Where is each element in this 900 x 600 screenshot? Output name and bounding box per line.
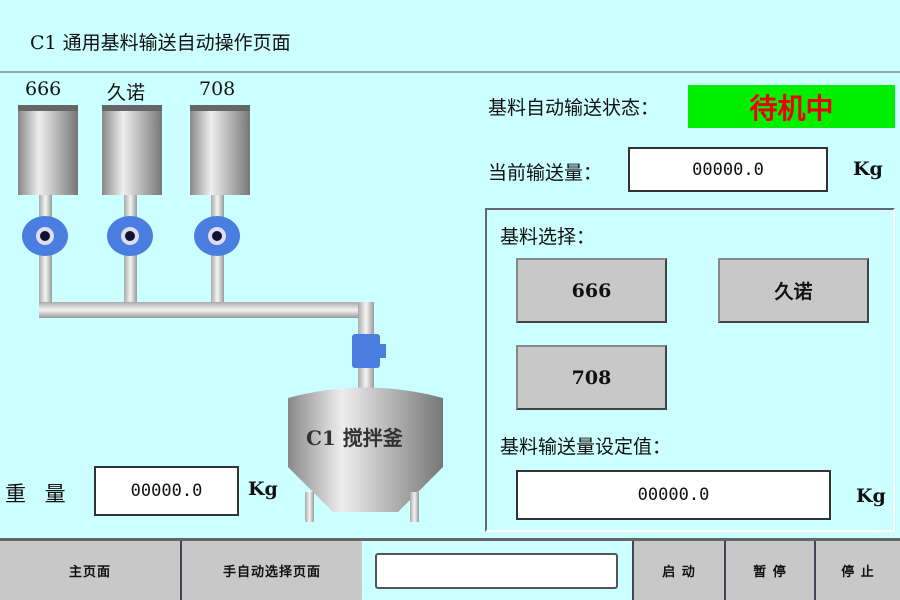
pump-icon — [107, 216, 153, 256]
tank-label: 666 — [25, 78, 62, 100]
status-badge: 待机中 — [688, 85, 895, 128]
page-title: C1 通用基料输送自动操作页面 — [30, 32, 291, 54]
tank-666 — [18, 105, 78, 195]
select-708-button[interactable]: 708 — [516, 345, 667, 410]
setpoint-input[interactable]: 00000.0 — [516, 470, 831, 520]
setpoint-label: 基料输送量设定值： — [500, 436, 672, 458]
tank-jiunuo — [102, 105, 162, 195]
tank-708 — [190, 105, 250, 195]
weight-label: 重 量 — [5, 482, 72, 506]
valve-icon — [352, 334, 386, 368]
current-amount-display: 00000.0 — [628, 147, 828, 192]
kettle-label: C1 搅拌釜 — [306, 426, 403, 450]
weight-unit: Kg — [248, 478, 278, 500]
selection-label: 基料选择： — [500, 226, 596, 248]
mixing-kettle — [288, 387, 443, 522]
divider — [0, 71, 900, 73]
weight-display: 00000.0 — [94, 466, 239, 516]
pump-icon — [22, 216, 68, 256]
setpoint-unit: Kg — [856, 485, 886, 507]
select-666-button[interactable]: 666 — [516, 258, 667, 323]
message-field — [375, 553, 618, 589]
tank-label: 久诺 — [107, 82, 146, 104]
status-label: 基料自动输送状态： — [488, 97, 660, 119]
select-jiunuo-button[interactable]: 久诺 — [718, 258, 869, 323]
pump-icon — [194, 216, 240, 256]
current-amount-label: 当前输送量： — [488, 162, 603, 184]
pause-button[interactable]: 暂 停 — [724, 541, 814, 600]
stop-button[interactable]: 停 止 — [814, 541, 900, 600]
mode-select-page-button[interactable]: 手自动选择页面 — [180, 541, 362, 600]
home-page-button[interactable]: 主页面 — [0, 541, 180, 600]
current-amount-unit: Kg — [853, 158, 883, 180]
process-diagram — [18, 105, 443, 522]
material-selection-group — [485, 208, 895, 532]
tank-label: 708 — [199, 78, 236, 100]
start-button[interactable]: 启 动 — [632, 541, 724, 600]
bottom-nav-bar: 主页面 手自动选择页面 启 动 暂 停 停 止 — [0, 538, 900, 600]
